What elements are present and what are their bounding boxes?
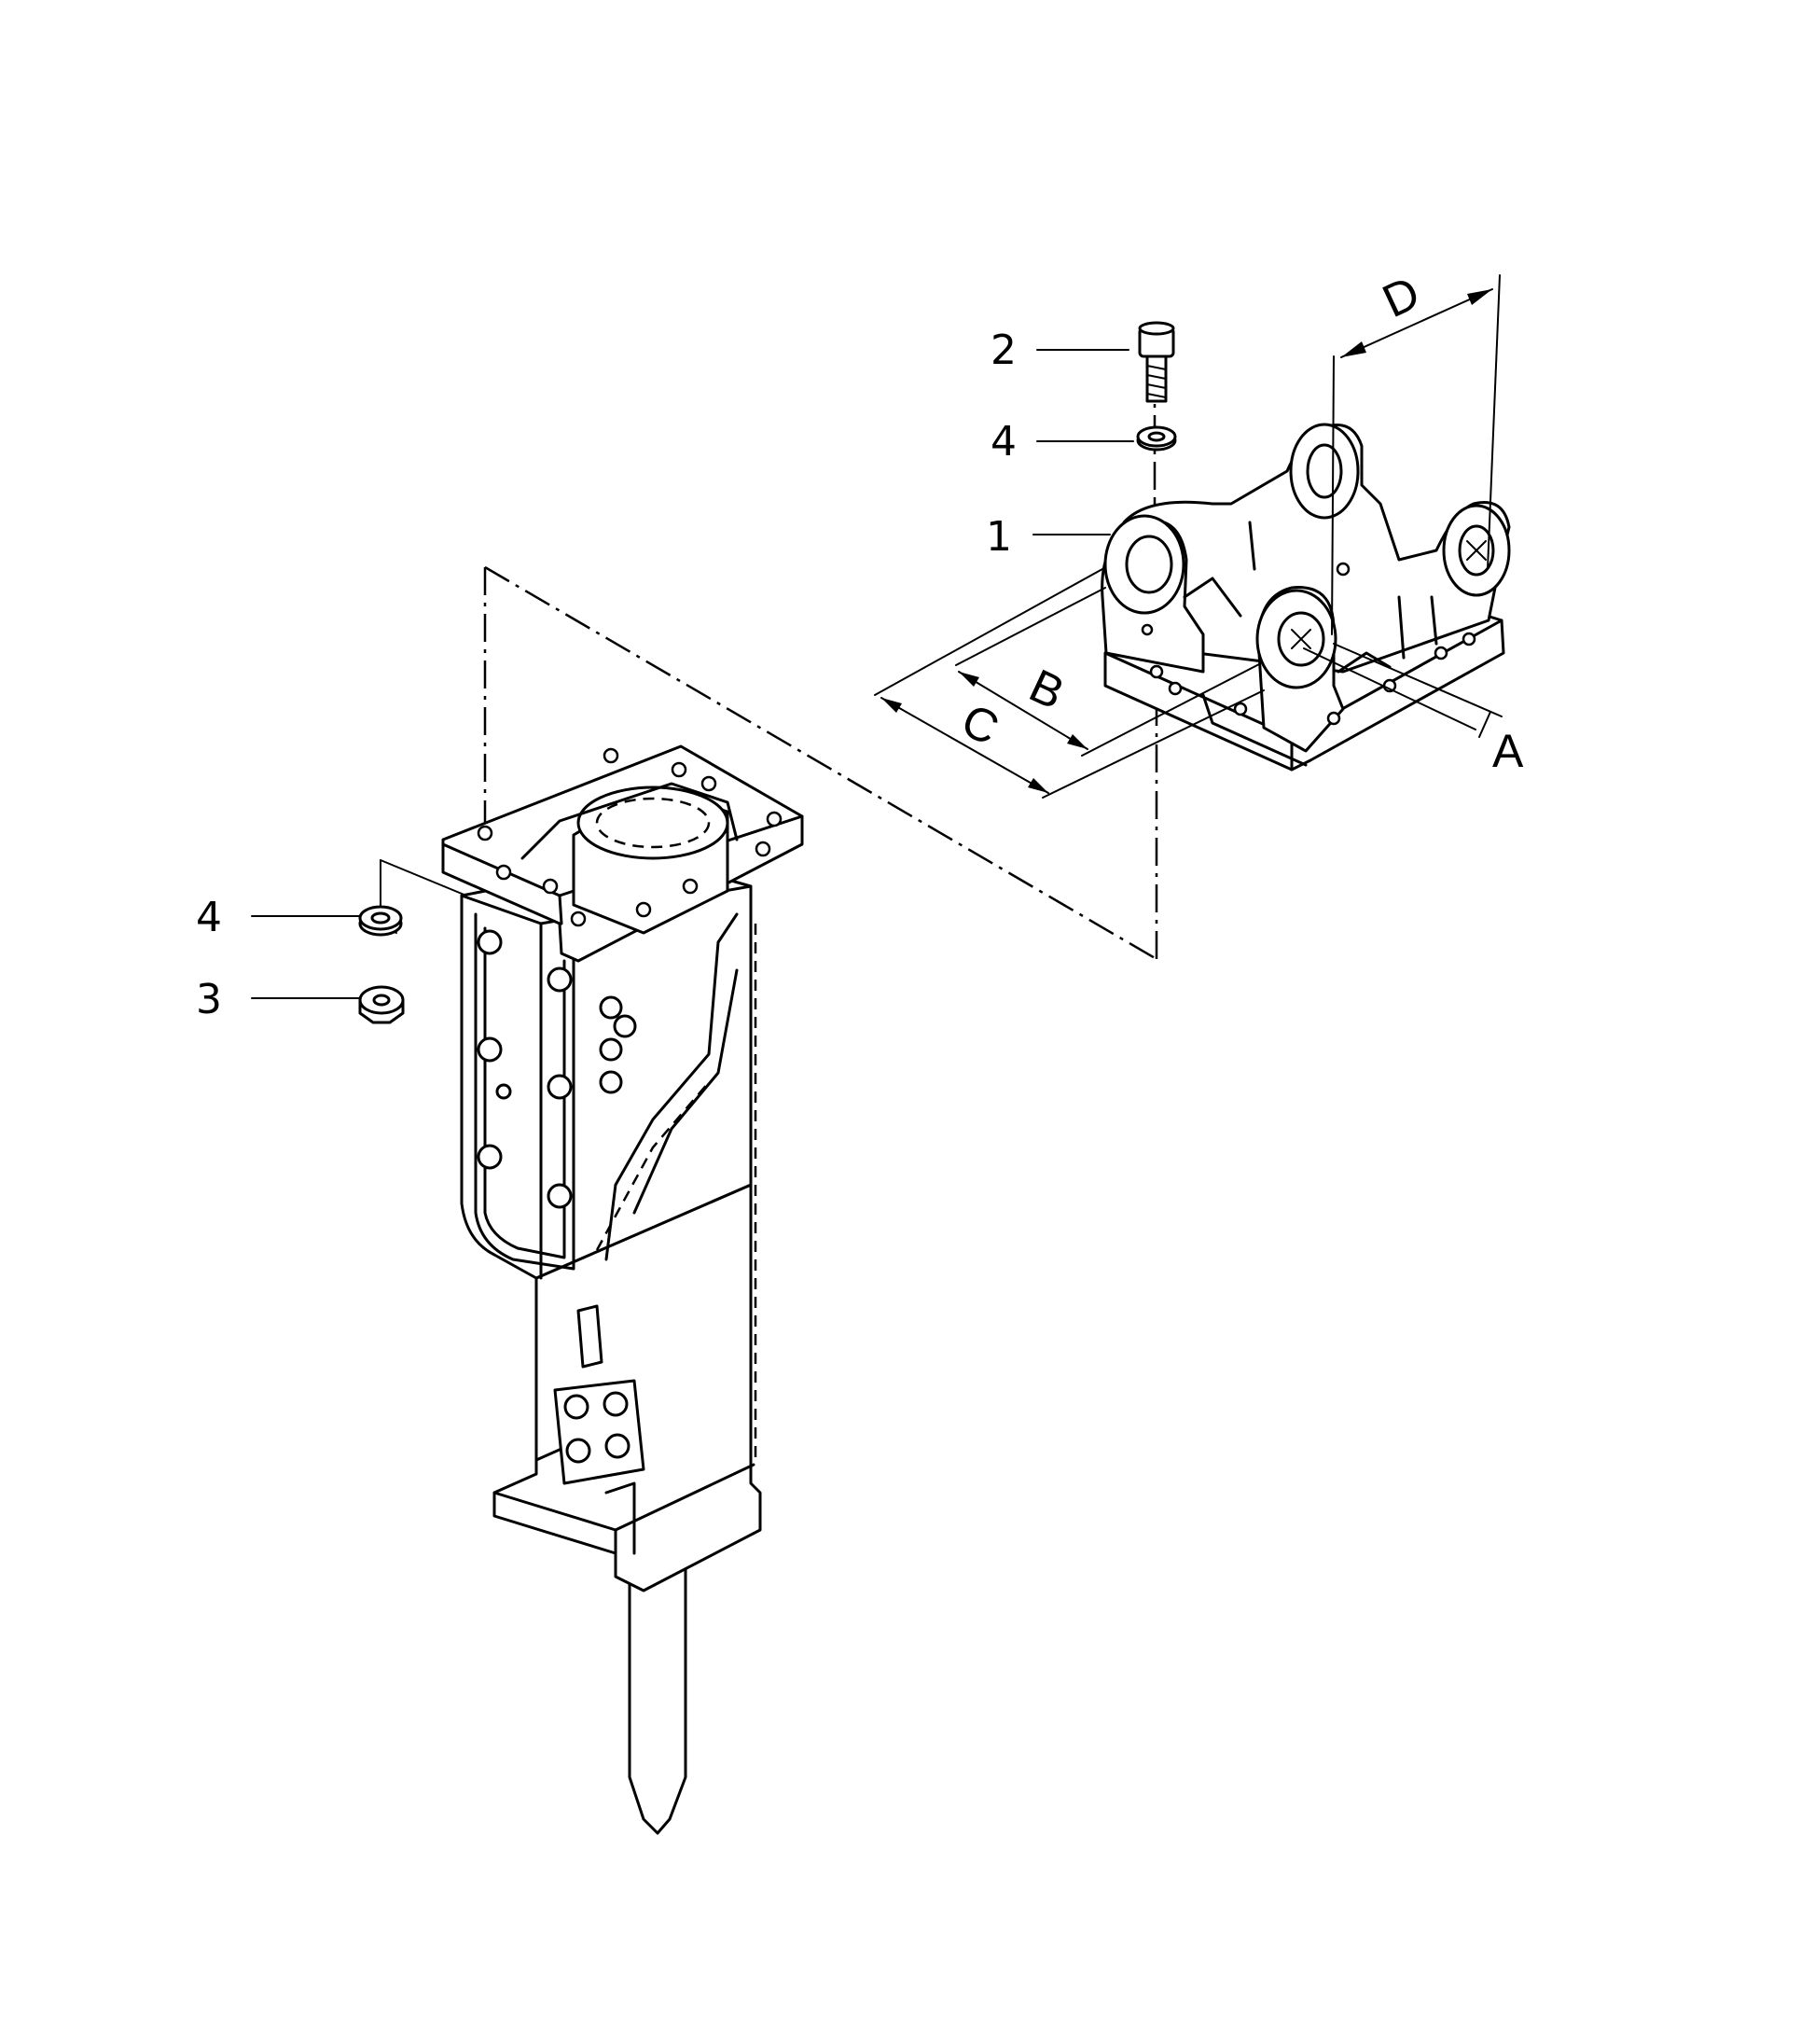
mounting-bracket-part-1 [1101,423,1511,772]
dimension-label-c: C [954,694,1006,756]
bolt-part-2 [1138,321,1175,403]
nut-part-3 [358,985,405,1024]
dimension-label-a: A [1492,725,1524,777]
part-label-1: 1 [986,513,1012,561]
part-label-3: 3 [196,976,222,1023]
part-label-2: 2 [991,327,1017,374]
dimension-lines [874,274,1503,799]
part-label-4-upper: 4 [991,418,1017,466]
dimension-label-d: D [1375,266,1427,327]
breaker-body [441,744,804,1835]
washer-part-4-upper [1136,425,1177,452]
part-label-4-lower: 4 [196,894,222,941]
dimension-label-b: B [1021,659,1072,719]
washer-part-4-lower [358,905,403,937]
